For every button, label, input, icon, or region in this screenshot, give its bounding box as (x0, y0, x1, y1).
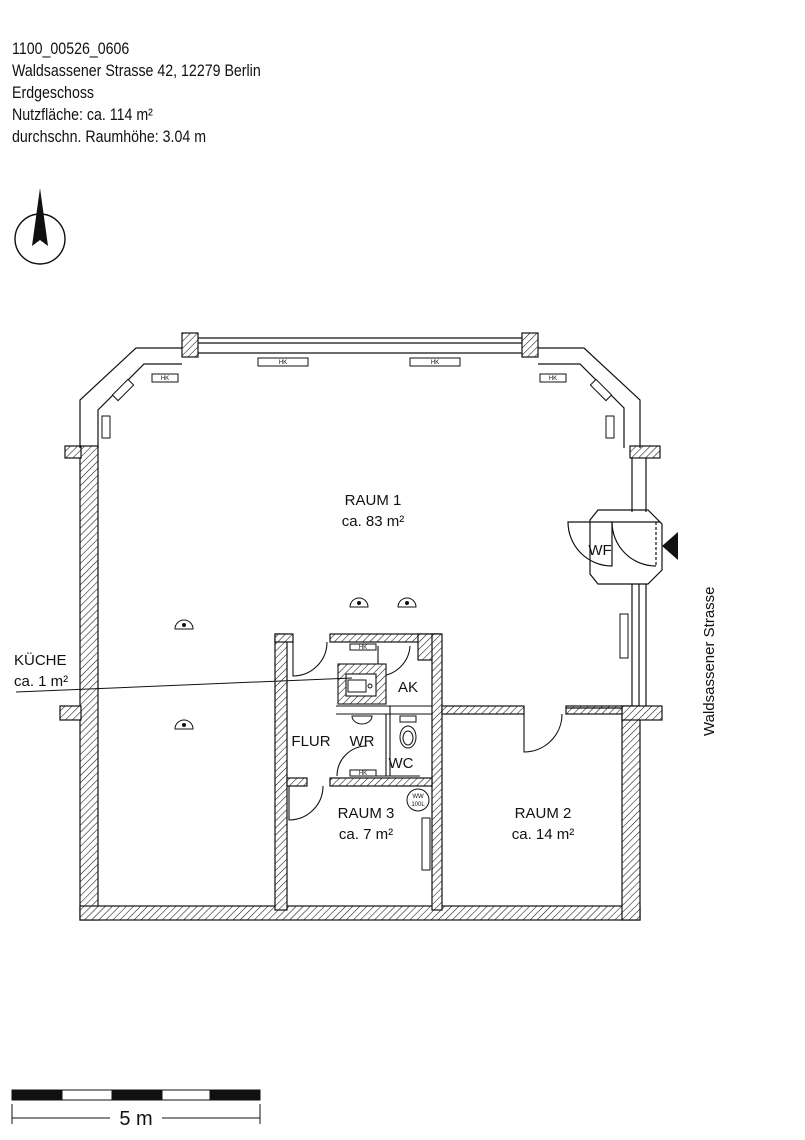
room-label-kueche: KÜCHE (14, 651, 67, 669)
room-label-raum3: RAUM 3 (338, 805, 395, 822)
heater-labels: HK HK HK HK HK HK (161, 360, 557, 777)
room-area-kueche: ca. 1 m² (14, 673, 68, 690)
room-label-wf: WF (588, 542, 611, 559)
interior-doors (288, 641, 563, 821)
room-height: durchschn. Raumhöhe: 3.04 m (12, 128, 207, 146)
room-area-raum1: ca. 83 m² (342, 513, 405, 530)
heater-label: HK (279, 360, 287, 366)
heater-label: HK (359, 771, 367, 777)
room-label-raum2: RAUM 2 (515, 805, 572, 822)
heater-label: HK (359, 645, 367, 651)
usable-area: Nutzfläche: ca. 114 m² (12, 106, 153, 124)
light-fixture-icons (174, 597, 417, 730)
room-label-wc: WC (389, 755, 414, 772)
heater-label: HK (549, 376, 557, 382)
kitchen-leader-line (15, 677, 353, 693)
object-id: 1100_00526_0606 (12, 40, 130, 58)
room-label-ak: AK (398, 679, 418, 696)
sanitary-partitions (336, 663, 432, 776)
street-label: Waldsassener Strasse (701, 586, 718, 736)
toilet-icon (399, 715, 417, 749)
outer-walls (59, 332, 663, 921)
scale-label: 5 m (119, 1108, 152, 1130)
room-label-raum1: RAUM 1 (345, 492, 402, 509)
floor-name: Erdgeschoss (12, 84, 95, 102)
washbasin-icon (351, 715, 373, 725)
room-label-flur: FLUR (291, 733, 330, 750)
address: Waldsassener Strasse 42, 12279 Berlin (12, 62, 261, 80)
room-label-wr: WR (350, 733, 375, 750)
heater-label: HK (161, 376, 169, 382)
boiler-label-bottom: 100L (411, 802, 425, 808)
scale-bar (11, 1089, 261, 1124)
heater-label: HK (431, 360, 439, 366)
heater-icons (101, 357, 629, 871)
water-boiler-icon: WW 100L (406, 788, 430, 812)
facade-outline (79, 337, 647, 709)
room-area-raum3: ca. 7 m² (339, 826, 393, 843)
entrance-bay (567, 509, 663, 585)
north-arrow-icon (14, 188, 66, 265)
boiler-label-top: WW (412, 794, 424, 800)
plan-header: 1100_00526_0606 Waldsassener Strasse 42,… (12, 38, 301, 148)
room-area-raum2: ca. 14 m² (512, 826, 575, 843)
kitchen-sink-icon (347, 679, 373, 693)
entrance-arrow-icon (662, 532, 678, 560)
